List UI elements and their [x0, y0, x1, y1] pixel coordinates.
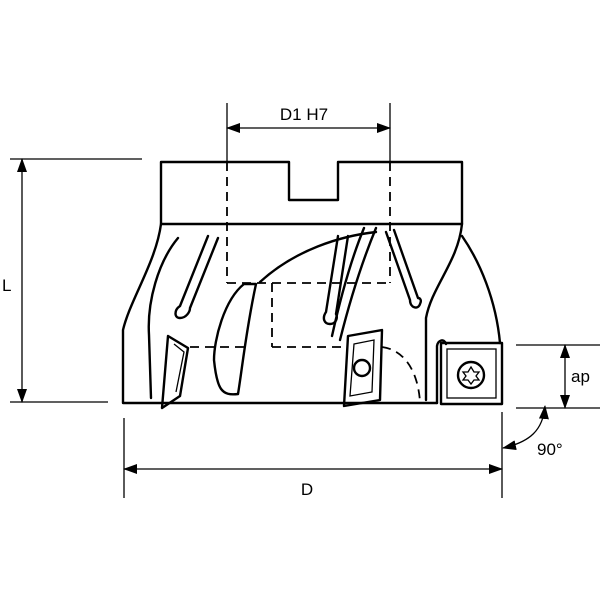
centre-insert-inner	[349, 339, 375, 397]
torx-head	[461, 365, 481, 386]
flute-5	[330, 226, 366, 338]
body-outline	[121, 222, 439, 405]
flute-4	[338, 226, 378, 342]
coolant-hole-1	[174, 234, 220, 320]
diameter-dimension	[123, 412, 503, 498]
depth-of-cut-label: ap	[571, 367, 590, 386]
coolant-hole-3	[384, 228, 423, 309]
flute-1	[147, 236, 180, 400]
angle-label: 90°	[537, 440, 563, 459]
length-label: L	[2, 276, 11, 295]
bore-dimension	[226, 103, 391, 162]
left-insert-edge	[173, 343, 185, 393]
cutter-body	[121, 160, 504, 410]
length-dimension	[10, 158, 142, 403]
hidden-lines	[190, 162, 421, 403]
flute-2	[212, 282, 258, 396]
insert-screw	[456, 360, 486, 390]
angle-dimension	[502, 405, 549, 451]
square-insert	[439, 341, 504, 406]
centre-insert	[342, 328, 384, 408]
screw-recess-hidden	[271, 283, 345, 348]
square-insert-inner	[446, 348, 497, 399]
left-insert	[160, 334, 190, 410]
bore-diameter-label: D1 H7	[280, 105, 328, 124]
coolant-hole-2	[322, 234, 350, 326]
centre-insert-screw	[352, 358, 372, 378]
right-pocket	[460, 234, 502, 345]
relief-arc-hidden	[381, 346, 421, 403]
body-right-outline	[424, 222, 464, 402]
flute-3	[258, 230, 378, 284]
arbor-flange	[159, 160, 464, 226]
diameter-label: D	[301, 480, 313, 499]
